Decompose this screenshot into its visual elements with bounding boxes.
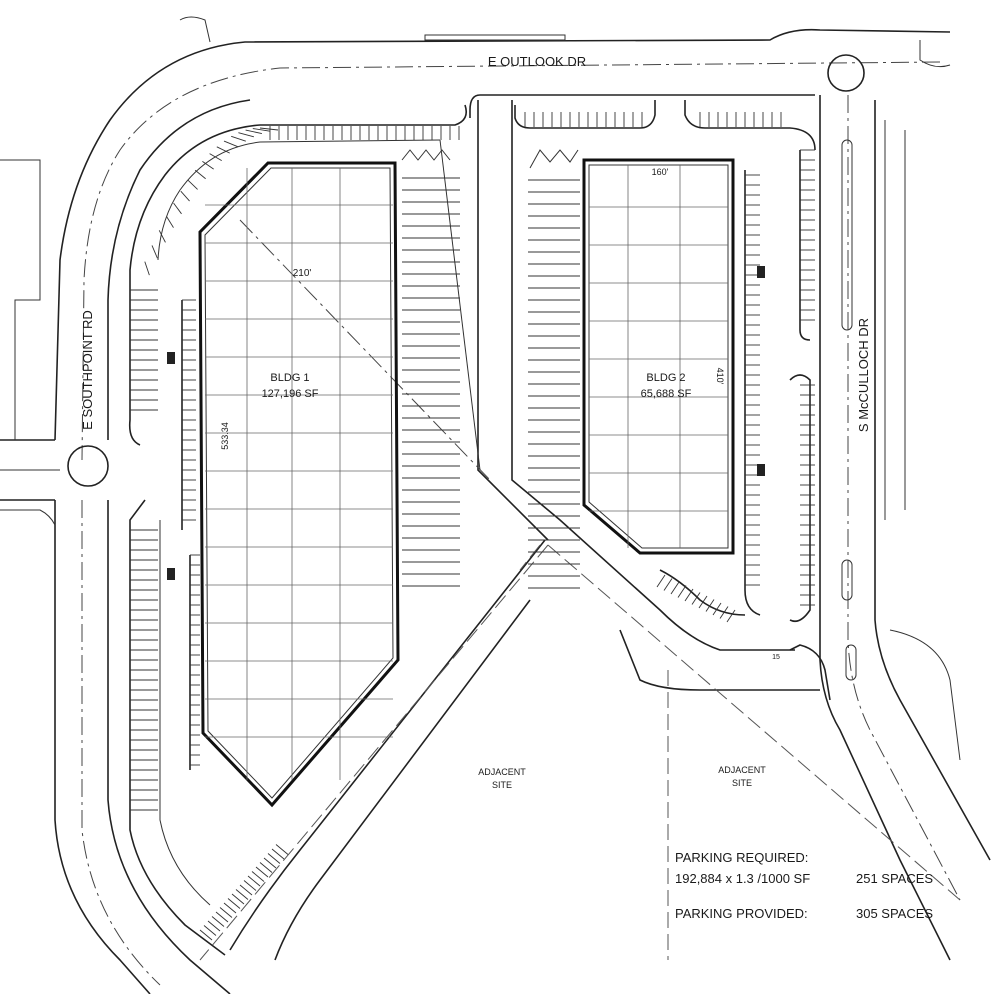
parking-stall	[223, 140, 238, 148]
parking-stall	[245, 129, 263, 134]
parking-stall	[231, 893, 245, 905]
parking-stall	[259, 862, 273, 873]
parking-stall	[199, 929, 213, 941]
parking-stall	[656, 574, 666, 588]
parking-required-spaces: 251 SPACES	[856, 871, 933, 886]
parking-stall	[223, 902, 237, 914]
building-1-length-dim: 533.34	[220, 422, 230, 450]
parking-stall	[151, 245, 158, 259]
road-network	[0, 16, 991, 994]
parking-stall	[726, 609, 736, 623]
parking-stall	[194, 169, 206, 180]
building-2: 160' BLDG 2 65,688 SF 410'	[582, 158, 735, 555]
building-1-outline	[198, 161, 400, 808]
parking-stall	[231, 135, 246, 142]
building-2-outline	[582, 158, 735, 555]
parking-stall	[263, 857, 277, 869]
parking-stall	[211, 916, 225, 927]
parking-stall	[235, 889, 249, 900]
parking-stall	[203, 925, 217, 936]
parking-required-label: PARKING REQUIRED:	[675, 850, 808, 865]
building-2-depth-dim: 160'	[652, 167, 669, 177]
parking-stall	[677, 585, 687, 598]
adjacent-site-east: ADJACENT SITE	[718, 765, 766, 788]
parking-stall	[202, 161, 214, 170]
parking-stall	[144, 261, 150, 276]
parking-stall	[207, 920, 221, 932]
parking-stall	[251, 871, 265, 882]
street-label-southpoint: E SOUTHPOINT RD	[80, 310, 95, 430]
building-2-grid	[589, 165, 728, 548]
adjacent-site-east-line2: SITE	[732, 778, 752, 788]
parking-stall	[670, 581, 680, 595]
driveway-dimension: 15	[772, 654, 780, 661]
dock-markers	[167, 149, 765, 580]
parking-stall	[712, 602, 722, 616]
building-1-depth-dim: 210'	[293, 268, 312, 279]
parking-provided-label: PARKING PROVIDED:	[675, 906, 808, 921]
site-drives	[128, 100, 961, 961]
building-2-name: BLDG 2	[646, 372, 685, 384]
parking-stall	[275, 844, 289, 855]
parking-stall	[216, 146, 230, 154]
parking-stall	[209, 153, 222, 162]
parking-stall	[691, 592, 701, 605]
parking-stall	[705, 599, 715, 612]
parking-summary: PARKING REQUIRED: 192,884 x 1.3 /1000 SF…	[675, 850, 933, 921]
adjacent-site-west-line1: ADJACENT	[478, 767, 526, 777]
parking-stall	[166, 215, 174, 228]
building-2-area: 65,688 SF	[641, 388, 692, 400]
parking-stall	[243, 880, 257, 891]
parking-stall	[252, 128, 271, 132]
parking-stall	[719, 606, 729, 619]
parking-stall	[180, 190, 190, 202]
building-2-length-dim: 410'	[715, 368, 725, 385]
adjacent-site-west-line2: SITE	[492, 780, 512, 790]
parking-stall	[187, 179, 198, 190]
parking-stall	[684, 588, 694, 602]
parking-stall	[219, 907, 233, 918]
street-label-outlook: E OUTLOOK DR	[488, 54, 586, 69]
parking-provided-spaces: 305 SPACES	[856, 906, 933, 921]
street-label-mcculloch: S McCULLOCH DR	[856, 318, 871, 432]
parking-stall	[255, 866, 269, 878]
parking-stall	[239, 884, 253, 896]
parking-stalls	[130, 112, 815, 941]
parking-stall	[259, 127, 279, 131]
parking-required-formula: 192,884 x 1.3 /1000 SF	[675, 871, 810, 886]
parking-stall	[227, 898, 241, 909]
parking-stall	[158, 230, 166, 243]
parking-stall	[663, 578, 673, 591]
parking-stall	[215, 911, 229, 923]
building-1-grid	[205, 168, 393, 780]
building-1: 210' BLDG 1 127,196 SF 533.34	[198, 161, 400, 808]
parking-stall	[238, 132, 254, 138]
parking-stall	[247, 875, 261, 887]
adjacent-site-west: ADJACENT SITE	[478, 767, 526, 790]
building-1-area: 127,196 SF	[262, 388, 319, 400]
parking-stall	[173, 202, 182, 215]
adjacent-site-east-line1: ADJACENT	[718, 765, 766, 775]
parking-stall	[267, 853, 281, 864]
building-1-name: BLDG 1	[270, 372, 309, 384]
parking-stall	[698, 595, 708, 609]
parking-stall	[271, 848, 285, 860]
